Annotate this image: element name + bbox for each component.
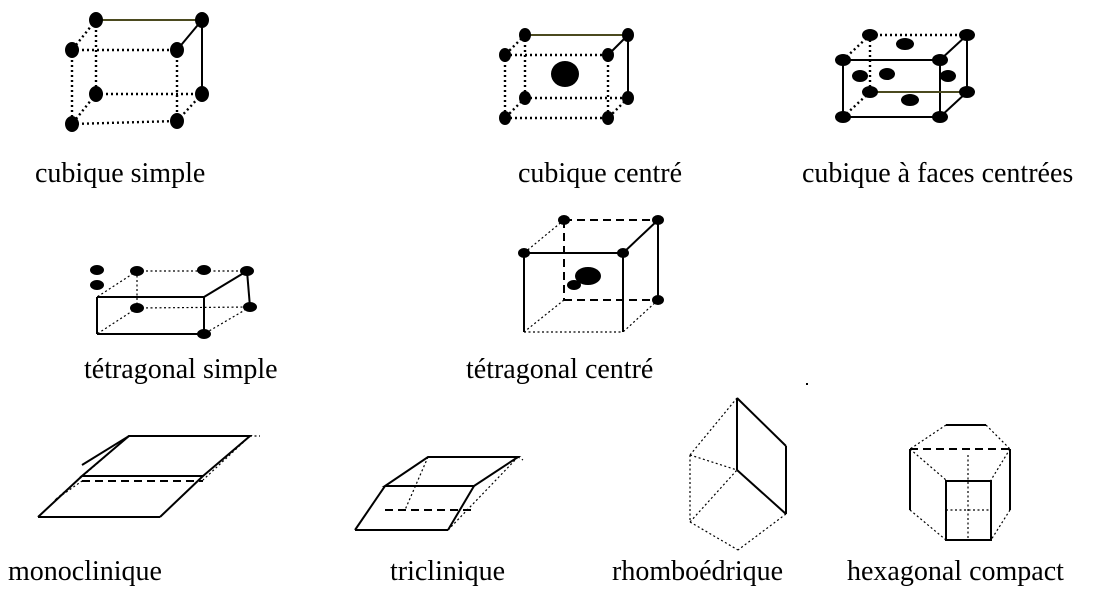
cubic-centered-cell	[490, 20, 640, 130]
triclinic-cell	[350, 450, 530, 535]
cubic-face-centered-cell	[825, 20, 985, 130]
label-cubic-centered: cubique centré	[518, 158, 683, 189]
label-tetragonal-centered: tétragonal centré	[466, 354, 654, 385]
label-triclinic: triclinique	[390, 556, 506, 587]
cubic-simple-cell	[55, 5, 225, 135]
rhombohedral-cell	[680, 392, 790, 554]
label-cubic-simple: cubique simple	[35, 158, 206, 189]
label-rhombohedral: rhomboédrique	[612, 556, 784, 587]
label-monoclinic: monoclinique	[8, 556, 162, 587]
label-tetragonal-simple: tétragonal simple	[84, 354, 278, 385]
tetragonal-simple-cell	[85, 260, 265, 350]
label-hexagonal-compact: hexagonal compact	[847, 556, 1064, 587]
monoclinic-cell	[35, 428, 267, 518]
tetragonal-centered-cell	[510, 208, 670, 343]
hexagonal-compact-cell	[900, 420, 1011, 550]
stray-dot	[806, 383, 808, 385]
label-cubic-face-centered: cubique à faces centrées	[802, 158, 1074, 189]
